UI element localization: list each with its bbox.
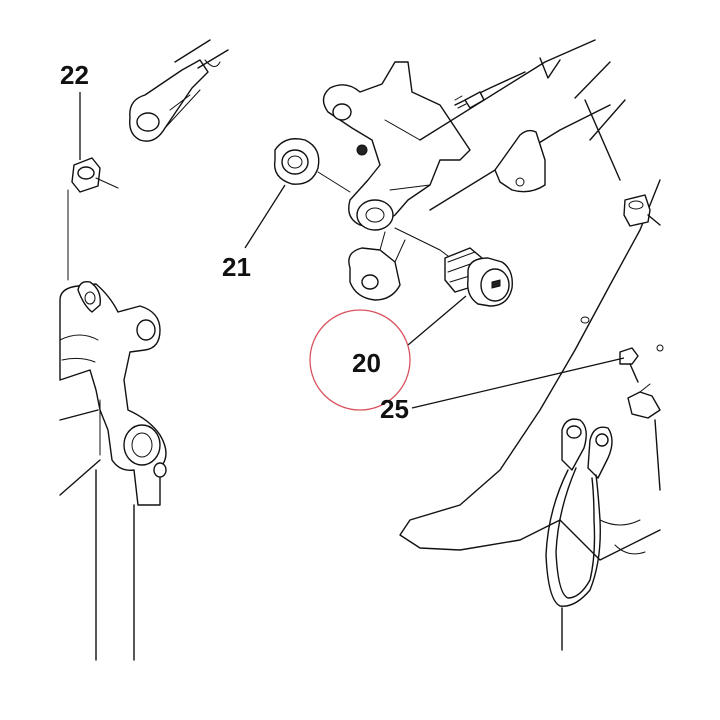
side-panel (399, 179, 664, 561)
tie-rod-upper-left (129, 39, 229, 142)
pivot-bolt-20 (439, 247, 513, 307)
callout-22: 22 (60, 60, 89, 90)
nut-22 (71, 157, 119, 193)
swing-arm (419, 39, 626, 211)
highlight-circle-20 (309, 309, 411, 411)
leader-25 (411, 357, 625, 409)
screw-25 (619, 347, 661, 419)
callout-21: 21 (222, 252, 251, 282)
bolt-top-right (623, 194, 661, 227)
leader-20 (407, 295, 467, 346)
pivot-bracket (322, 61, 471, 301)
callout-20: 20 (352, 348, 381, 378)
ground-strap (545, 418, 613, 651)
pivot-axis-line (317, 171, 441, 251)
frame-left (59, 189, 167, 661)
leader-21 (244, 184, 286, 249)
callout-25: 25 (380, 394, 409, 424)
control-cable (454, 71, 526, 109)
bushing-21 (273, 138, 320, 185)
